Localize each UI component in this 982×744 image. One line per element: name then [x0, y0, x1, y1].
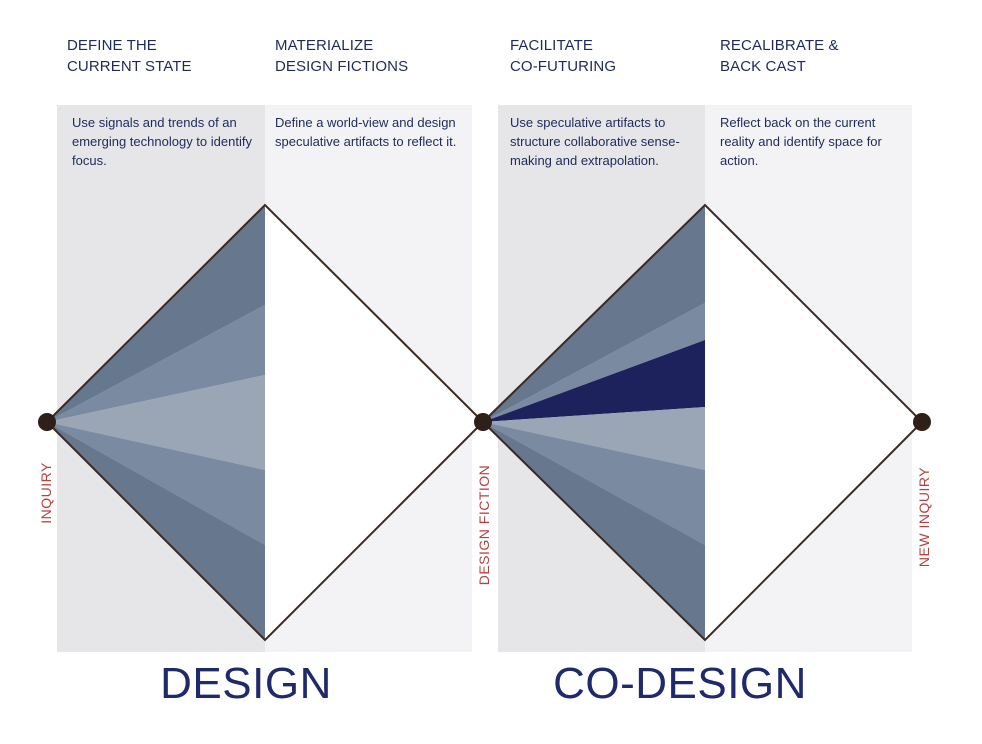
node-label-inquiry: INQUIRY: [38, 462, 54, 524]
stage-heading-materialize: MATERIALIZE DESIGN FICTIONS: [275, 37, 409, 75]
stage-description-facilitate: Use speculative artifacts to structure c…: [510, 115, 680, 168]
stage-description-define: Use signals and trends of an emerging te…: [72, 115, 252, 168]
stage-heading-define: DEFINE THE CURRENT STATE: [67, 37, 192, 75]
design-wedge-center: [47, 375, 265, 470]
stage-heading-facilitate: FACILITATE CO-FUTURING: [510, 37, 617, 75]
design-diamond-right-half: [265, 205, 483, 640]
phase-title-codesign: CO-DESIGN: [553, 659, 807, 708]
node-design-fiction-dot: [474, 413, 492, 431]
stage-heading-recalibrate: RECALIBRATE & BACK CAST: [720, 37, 839, 75]
design-wedge-top-mid: [47, 305, 265, 422]
node-label-new-inquiry: NEW INQUIRY: [916, 466, 932, 568]
node-inquiry-dot: [38, 413, 56, 431]
codesign-wedge-center: [483, 407, 705, 470]
stage-description-recalibrate: Reflect back on the current reality and …: [720, 115, 882, 168]
codesign-wedge-highlight: [483, 340, 705, 422]
phase-title-design: DESIGN: [160, 659, 332, 708]
node-label-design-fiction: DESIGN FICTION: [476, 464, 492, 586]
stage-description-materialize: Define a world-view and design speculati…: [275, 115, 457, 149]
node-new-inquiry-dot: [913, 413, 931, 431]
codesign-wedge-top-mid: [483, 303, 705, 422]
codesign-diamond-right-half: [705, 205, 922, 640]
